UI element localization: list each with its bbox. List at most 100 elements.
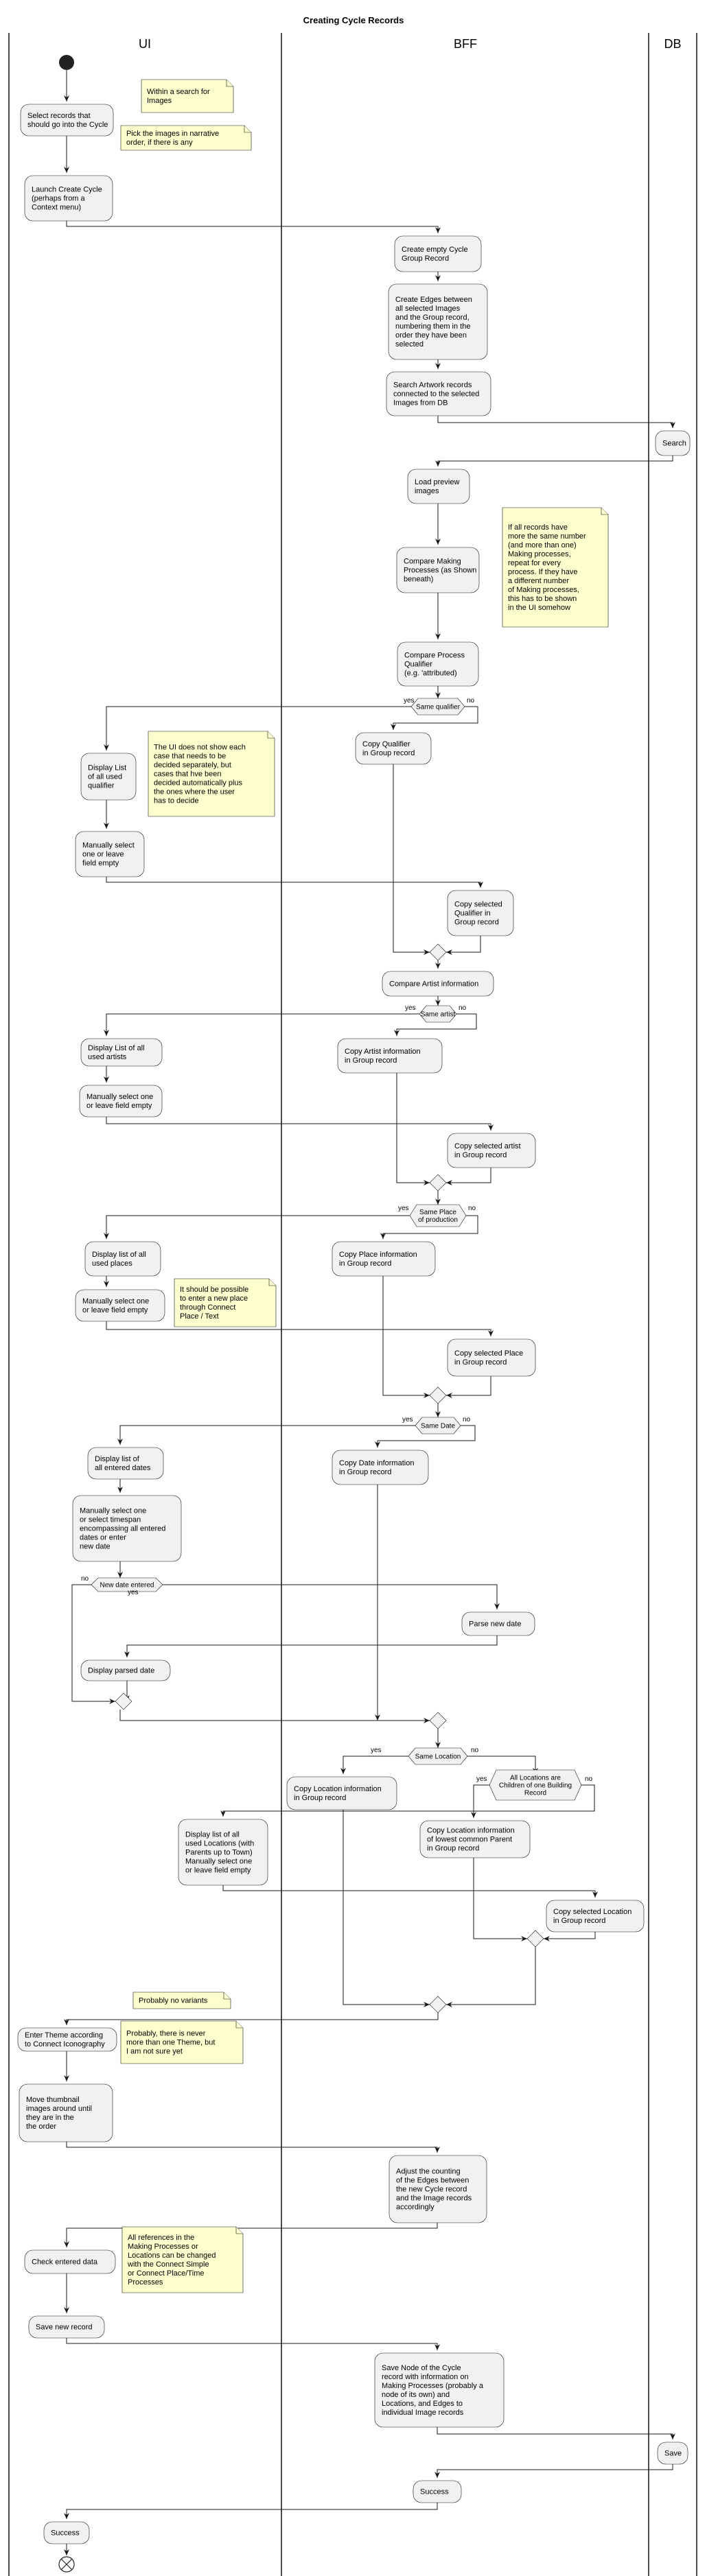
activity-text-line: Search (662, 440, 686, 448)
activity-text-line: Copy Place information (339, 1251, 417, 1259)
note-text-line: or Connect Place/Time (128, 2269, 204, 2278)
activity-text-line: and the Group record, (395, 314, 470, 322)
activity-text-line: Move thumbnail (26, 2096, 80, 2104)
note-fold (268, 1279, 276, 1286)
activity-text-line: field empty (82, 860, 119, 868)
activity-box (332, 1241, 436, 1277)
decision-text-line: Same qualifier (416, 704, 461, 711)
activity-text-line: and the Image records (396, 2195, 472, 2203)
activity-text-line: Select records that (27, 112, 91, 120)
activity-text-line: Save Node of the Cycle (382, 2364, 461, 2372)
activity-box (413, 2480, 462, 2503)
activity-box (386, 371, 491, 416)
branch-label-no: no (459, 1004, 467, 1012)
decision-box (415, 1417, 461, 1434)
activity-a27: Display parsed date (80, 1659, 171, 1681)
activity-box (546, 1900, 645, 1933)
note-text-line: more than one Theme, but (126, 2039, 215, 2047)
merge-nodes (115, 943, 544, 2013)
activity-text-line: accordingly (396, 2203, 434, 2212)
activity-box (332, 1450, 429, 1485)
note-text-line: cases that hve been (154, 770, 221, 779)
activity-text-line: in Group record (294, 1794, 346, 1802)
note-fold (244, 126, 251, 133)
activity-text-line: Success (420, 2488, 449, 2496)
decision-box (91, 1577, 163, 1592)
flow-connectors (64, 70, 675, 2555)
diagram-title: Creating Cycle Records (303, 15, 404, 25)
decision-text-line: Children of one Building (499, 1782, 572, 1790)
activity-box (17, 2027, 117, 2052)
activity-text-line: used Locations (with (185, 1840, 254, 1848)
activity-a14: Compare Artist information (382, 971, 494, 997)
activity-text-line: Compare Artist information (389, 980, 478, 989)
activity-text-line: selected (395, 340, 424, 348)
activity-a35: Check entered data (24, 2249, 116, 2274)
note-text-line: Probably, there is never (126, 2030, 206, 2038)
activity-text-line: of lowest common Parent (427, 1836, 512, 1844)
decision-text-line: Same Date (421, 1423, 455, 1430)
note-text-line: repeat for every (508, 559, 561, 567)
lane-header-bff: BFF (454, 37, 477, 51)
decision-text-line: Same artist (421, 1011, 456, 1019)
activity-text-line: Display list of all (92, 1251, 146, 1259)
activity-text-line: or leave field empty (82, 1306, 148, 1314)
activity-text-line: Parse new date (469, 1620, 521, 1629)
branch-label-no: no (471, 1747, 479, 1754)
activity-text-line: used artists (88, 1053, 127, 1061)
decision-text-line: Same Location (415, 1753, 461, 1761)
activity-text-line: dates or enter (80, 1534, 126, 1542)
activity-text-line: Making Processes (probably a (382, 2382, 484, 2390)
note-text-line: the ones where the user (154, 788, 235, 796)
activity-box (19, 2083, 113, 2142)
activity-text-line: Parents up to Town) (185, 1849, 253, 1857)
activity-text-line: they are in the (26, 2114, 74, 2122)
branch-label-no: no (468, 1205, 476, 1212)
decision-box (410, 698, 465, 716)
note-text-line: through Connect (180, 1303, 235, 1312)
activity-text-line: node of its own) and (382, 2391, 450, 2399)
activity-box (355, 732, 432, 765)
note-text-line: (and more than one) (508, 541, 577, 550)
decision-d1: Same qualifier (410, 698, 465, 716)
activity-text-line: used places (92, 1260, 132, 1268)
activity-text-line: Compare Process (404, 652, 465, 660)
activity-text-line: or select timespan (80, 1516, 141, 1524)
activity-text-line: Copy selected Place (454, 1349, 523, 1358)
activity-text-line: Display list of all (185, 1831, 240, 1839)
branch-label-yes: yes (398, 1205, 409, 1212)
activity-text-line: Display list of (95, 1455, 140, 1463)
note-text-line: Processes (128, 2278, 163, 2287)
branch-label-yes: yes (405, 1004, 416, 1012)
note-text-line: Making processes, (508, 550, 571, 558)
note-text-line: this has to be shown (508, 595, 577, 603)
note-text-line: The UI does not show each (154, 744, 246, 752)
note-fold (223, 1992, 231, 2000)
note-box (141, 79, 234, 113)
activity-a2: Launch Create Cycle(perhaps from aContex… (24, 175, 113, 222)
activity-text-line: the new Cycle record (396, 2186, 467, 2194)
decision-box (409, 1204, 467, 1227)
decision-box (489, 1769, 582, 1801)
decision-text-line: Same Place (419, 1209, 456, 1216)
branch-label-no: no (585, 1775, 593, 1783)
